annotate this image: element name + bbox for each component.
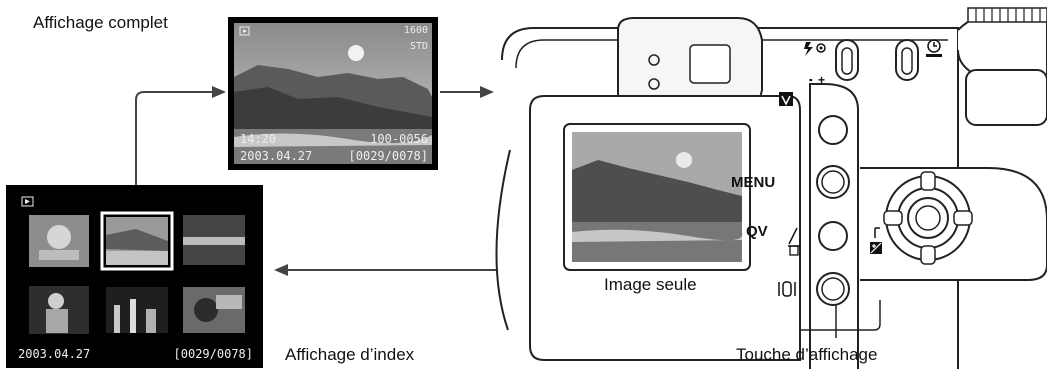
date-value: 2003.04.27 — [240, 149, 313, 163]
delete-icon — [788, 227, 800, 256]
time-value: 14:20 — [240, 132, 277, 146]
self-timer-icon — [926, 39, 942, 57]
display-icon — [778, 281, 796, 297]
playback-icon — [25, 199, 30, 204]
arrow-to-full-display — [212, 86, 226, 98]
macro-icon — [779, 92, 793, 106]
frame-counter: [0029/0078] — [348, 149, 428, 163]
arrow-to-camera — [480, 86, 494, 98]
index-display-label: Affichage d’index — [285, 345, 415, 364]
full-display-photo — [234, 23, 432, 164]
file-number: 100-0056 — [370, 132, 428, 146]
full-display-screen: 1600 STD 14:20 2003.04.27 100-0056 [0029… — [228, 17, 438, 170]
playback-icon — [243, 29, 247, 33]
index-date-value: 2003.04.27 — [18, 347, 91, 361]
index-thumbnails — [21, 196, 245, 334]
quality-value: STD — [409, 41, 428, 52]
qv-delete-button — [818, 221, 848, 251]
qv-label: QV — [746, 223, 768, 240]
svg-text:+: + — [818, 73, 825, 87]
index-frame-counter: [0029/0078] — [173, 347, 253, 361]
camera-body: i + — [495, 7, 1047, 369]
macro-button — [818, 115, 848, 145]
index-display-screen: 2003.04.27 [0029/0078] — [6, 185, 263, 368]
exposure-compensation-icon — [870, 227, 882, 254]
menu-label: MENU — [731, 174, 776, 191]
single-image-label: Image seule — [604, 275, 697, 294]
arrow-to-index-display — [274, 264, 288, 276]
full-display-label: Affichage complet — [33, 13, 168, 32]
image-size-value: 1600 — [403, 25, 428, 36]
display-button-label: Touche d’affichage — [736, 345, 878, 364]
flash-icon — [804, 42, 813, 56]
